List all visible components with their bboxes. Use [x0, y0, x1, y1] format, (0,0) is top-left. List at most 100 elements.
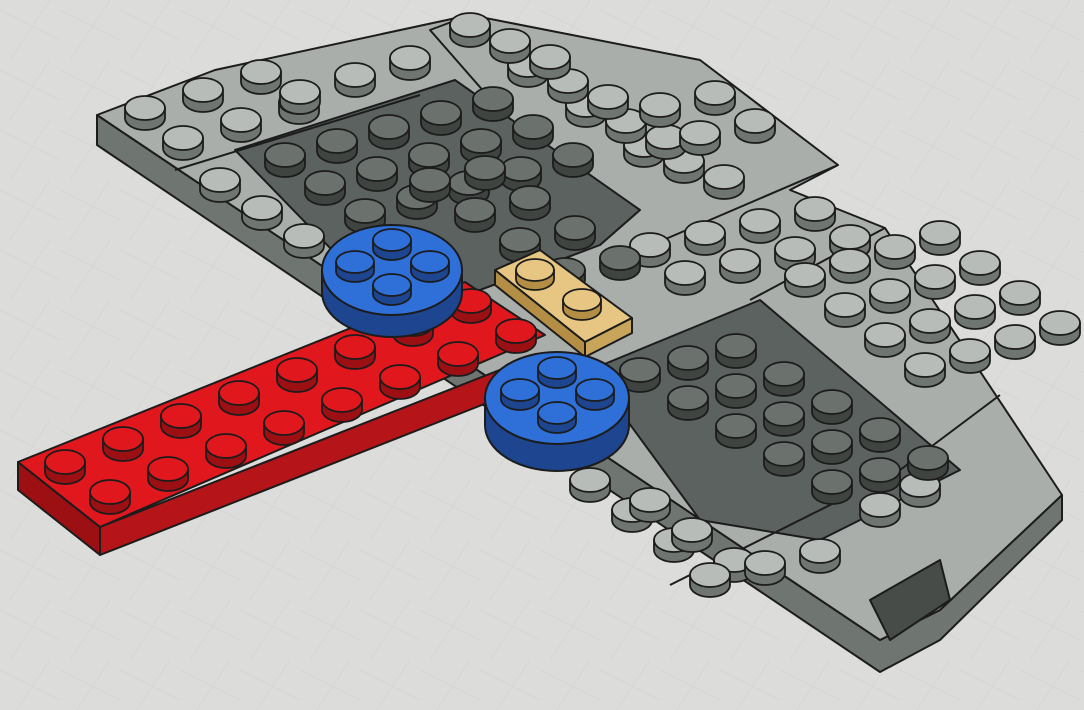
dark-stud: [812, 470, 852, 504]
dark-stud: [600, 246, 640, 280]
dark-stud: [908, 446, 948, 480]
dark-stud: [473, 87, 513, 121]
red-stud: [335, 335, 375, 369]
red-stud: [380, 365, 420, 399]
gray-stud: [390, 46, 430, 80]
blue-stud: [538, 357, 576, 388]
blue-stud: [538, 402, 576, 433]
dark-stud: [860, 458, 900, 492]
gray-stud: [795, 197, 835, 231]
gray-stud: [640, 93, 680, 127]
dark-stud: [421, 101, 461, 135]
gray-stud: [870, 279, 910, 313]
dark-stud: [716, 334, 756, 368]
dark-stud: [357, 157, 397, 191]
red-stud: [438, 342, 478, 376]
dark-stud: [465, 156, 505, 190]
gray-stud: [745, 551, 785, 585]
dark-stud: [317, 129, 357, 163]
gray-stud: [665, 261, 705, 295]
gray-stud: [530, 45, 570, 79]
gray-stud: [163, 126, 203, 160]
red-stud: [496, 319, 536, 353]
gray-stud: [630, 488, 670, 522]
red-stud: [277, 358, 317, 392]
blue-stud: [373, 229, 411, 260]
dark-stud: [764, 442, 804, 476]
gray-stud: [704, 165, 744, 199]
tan-stud: [516, 259, 554, 290]
gray-stud: [735, 109, 775, 143]
dark-stud: [410, 168, 450, 202]
gray-stud: [1000, 281, 1040, 315]
dark-stud: [716, 374, 756, 408]
dark-stud: [265, 143, 305, 177]
gray-stud: [672, 518, 712, 552]
dark-stud: [555, 216, 595, 250]
gray-stud: [720, 249, 760, 283]
gray-stud: [690, 563, 730, 597]
red-stud: [103, 427, 143, 461]
red-stud: [219, 381, 259, 415]
dark-stud: [860, 418, 900, 452]
gray-stud: [183, 78, 223, 112]
gray-stud: [865, 323, 905, 357]
red-stud: [206, 434, 246, 468]
gray-stud: [785, 263, 825, 297]
gray-stud: [910, 309, 950, 343]
dark-stud: [510, 186, 550, 220]
gray-stud: [242, 196, 282, 230]
gray-stud: [680, 121, 720, 155]
gray-stud: [740, 209, 780, 243]
dark-stud: [764, 362, 804, 396]
gray-stud: [905, 353, 945, 387]
gray-stud: [955, 295, 995, 329]
gray-stud: [490, 29, 530, 63]
red-stud: [90, 480, 130, 514]
red-stud: [45, 450, 85, 484]
gray-stud: [450, 13, 490, 47]
gray-stud: [830, 249, 870, 283]
blue-stud: [373, 274, 411, 305]
dark-stud: [764, 402, 804, 436]
gray-stud: [950, 339, 990, 373]
gray-stud: [280, 80, 320, 114]
dark-stud: [513, 115, 553, 149]
dark-stud: [455, 198, 495, 232]
dark-stud: [668, 346, 708, 380]
gray-stud: [995, 325, 1035, 359]
gray-stud: [685, 221, 725, 255]
gray-stud: [1040, 311, 1080, 345]
blue-stud: [576, 379, 614, 410]
dark-stud: [812, 390, 852, 424]
gray-stud: [200, 168, 240, 202]
gray-stud: [570, 468, 610, 502]
gray-stud: [825, 293, 865, 327]
red-stud: [264, 411, 304, 445]
gray-stud: [588, 85, 628, 119]
dark-stud: [305, 171, 345, 205]
red-stud: [161, 404, 201, 438]
dark-stud: [369, 115, 409, 149]
gray-stud: [284, 224, 324, 258]
blue-stud: [411, 251, 449, 282]
gray-stud: [221, 108, 261, 142]
gray-stud: [875, 235, 915, 269]
red-stud: [322, 388, 362, 422]
gray-stud: [920, 221, 960, 255]
gray-stud: [860, 493, 900, 527]
gray-stud: [241, 60, 281, 94]
dark-stud: [668, 386, 708, 420]
dark-stud: [716, 414, 756, 448]
gray-stud: [960, 251, 1000, 285]
gray-stud: [695, 81, 735, 115]
dark-stud: [553, 143, 593, 177]
gray-stud: [335, 63, 375, 97]
dark-stud: [812, 430, 852, 464]
gray-stud: [915, 265, 955, 299]
blue-stud: [501, 379, 539, 410]
gray-stud: [125, 96, 165, 130]
red-stud: [148, 457, 188, 491]
blue-stud: [336, 251, 374, 282]
